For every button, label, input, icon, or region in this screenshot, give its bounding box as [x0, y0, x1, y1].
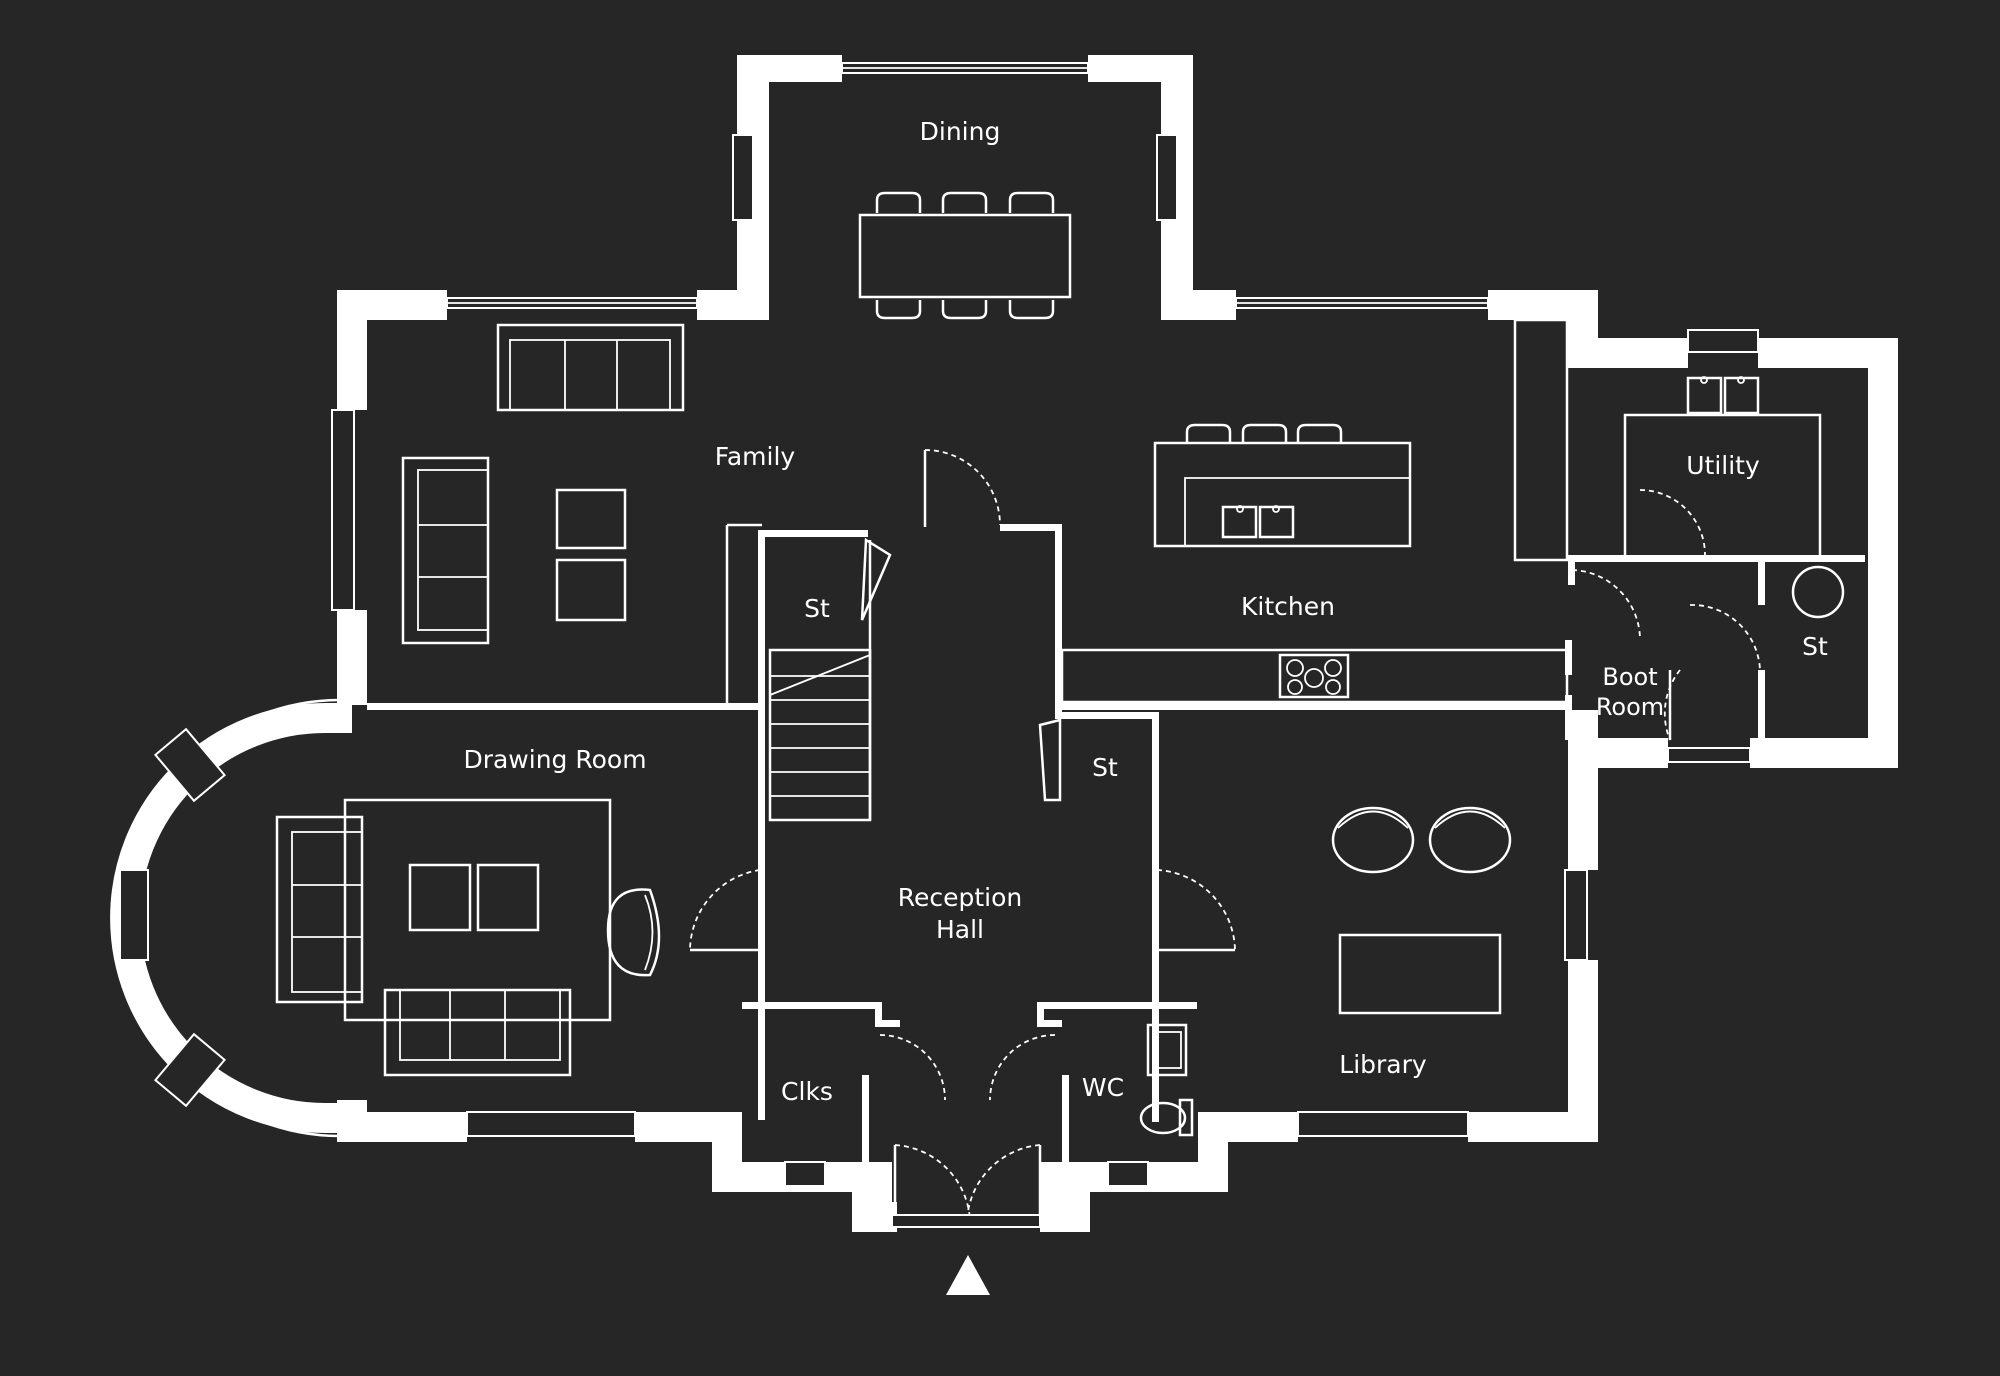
room-label-utility: Utility	[1686, 451, 1760, 480]
room-label-dining: Dining	[920, 117, 1001, 146]
room-label-kitchen: Kitchen	[1241, 592, 1335, 621]
room-label-wc: WC	[1082, 1073, 1124, 1102]
room-labels: Dining Family Kitchen Utility St St St B…	[463, 117, 1828, 1106]
curved-bay-wall	[110, 703, 352, 1133]
doors	[689, 449, 1761, 1228]
room-label-family: Family	[715, 442, 796, 471]
windows	[119, 62, 1759, 1187]
room-label-store-hall: St	[1092, 753, 1118, 782]
triangle-up-icon	[946, 1255, 990, 1295]
room-label-store-stairs: St	[804, 594, 830, 623]
room-label-library: Library	[1339, 1050, 1427, 1079]
room-label-reception-hall-2: Hall	[936, 915, 984, 944]
exterior-walls	[337, 55, 1898, 1232]
interior-walls	[367, 524, 1865, 1170]
room-label-boot-room-2: Room	[1596, 693, 1664, 721]
room-label-store-boot: St	[1802, 632, 1828, 661]
curved-bay-inner	[120, 698, 341, 1138]
room-label-clks: Clks	[781, 1077, 833, 1106]
furniture	[275, 191, 1845, 1137]
room-label-boot-room-1: Boot	[1602, 663, 1657, 691]
room-label-drawing-room: Drawing Room	[463, 745, 646, 774]
room-label-reception-hall-1: Reception	[898, 883, 1023, 912]
staircase	[725, 523, 872, 822]
